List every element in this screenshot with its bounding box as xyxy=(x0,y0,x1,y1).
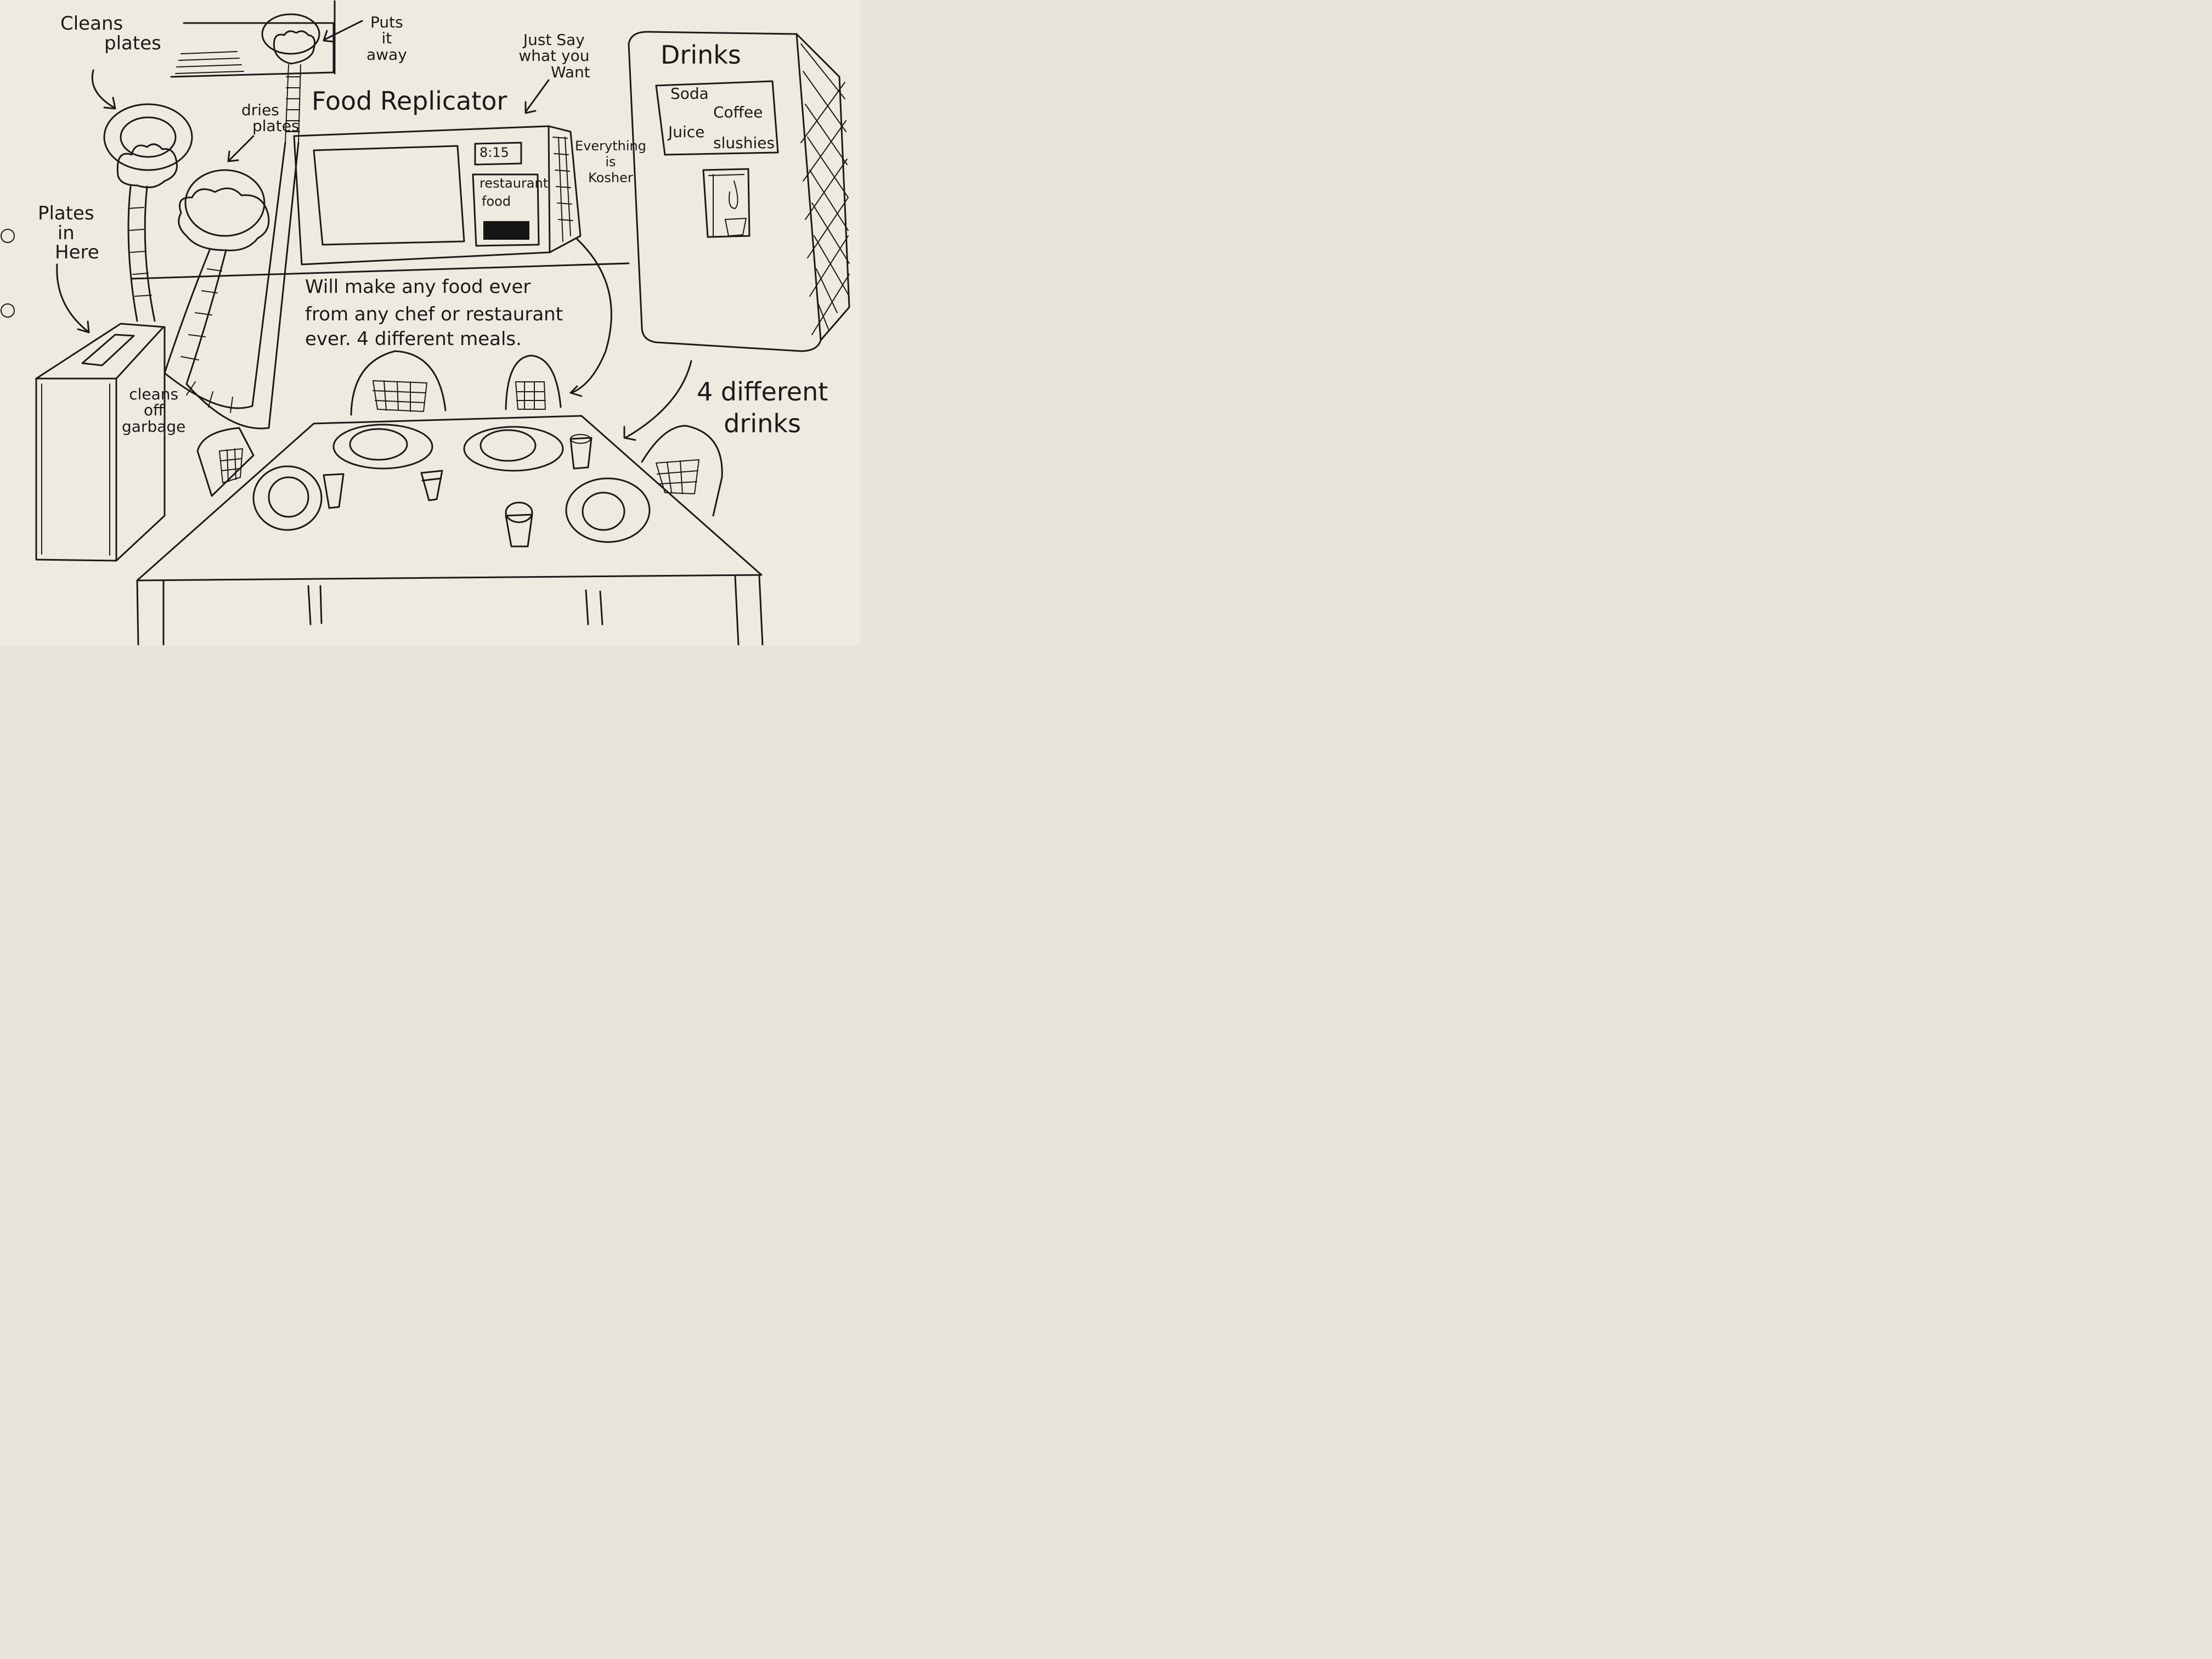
drinks-machine xyxy=(628,31,850,352)
replicator-clock: 8:15 xyxy=(479,145,509,160)
chairs xyxy=(196,350,723,517)
drinks-menu-slushies: slushies xyxy=(713,134,775,152)
cleaning-arm xyxy=(103,103,193,322)
page-title: Food Replicator xyxy=(312,86,507,116)
label-puts-it-away: Puts it away xyxy=(366,13,407,64)
label-will-make: Will make any food ever from any chef or… xyxy=(305,276,563,351)
food-replicator-unit xyxy=(131,125,630,280)
drinks-menu-soda: Soda xyxy=(670,84,709,103)
put-away-arm xyxy=(251,13,320,429)
arrows xyxy=(56,20,692,441)
sketch-drawing xyxy=(1,0,850,645)
drinks-title: Drinks xyxy=(661,40,741,70)
label-plates-in-here: Plates in Here xyxy=(37,202,99,264)
drinks-menu-juice: Juice xyxy=(668,123,705,141)
plate-shelf xyxy=(170,0,336,78)
label-cleans-off-garbage: cleans off garbage xyxy=(122,385,186,436)
label-four-drinks: 4 different drinks xyxy=(697,377,828,439)
cups xyxy=(323,434,592,548)
label-dries-plates: dries plates xyxy=(241,101,300,136)
label-cleans-plates: Cleans plates xyxy=(60,13,161,54)
label-just-say: Just Say what you Want xyxy=(518,31,590,81)
sketch-page: Food Replicator 8:15 restaurant food Dri… xyxy=(0,0,860,645)
page-edge xyxy=(1,229,15,318)
label-everything-kosher: Everything is Kosher xyxy=(575,138,646,186)
table xyxy=(136,415,764,645)
plate-machine-box xyxy=(35,323,166,562)
drinks-menu-coffee: Coffee xyxy=(713,103,763,121)
drying-arm xyxy=(163,169,270,430)
plates xyxy=(252,424,651,543)
replicator-panel-label: restaurant food xyxy=(479,176,549,210)
